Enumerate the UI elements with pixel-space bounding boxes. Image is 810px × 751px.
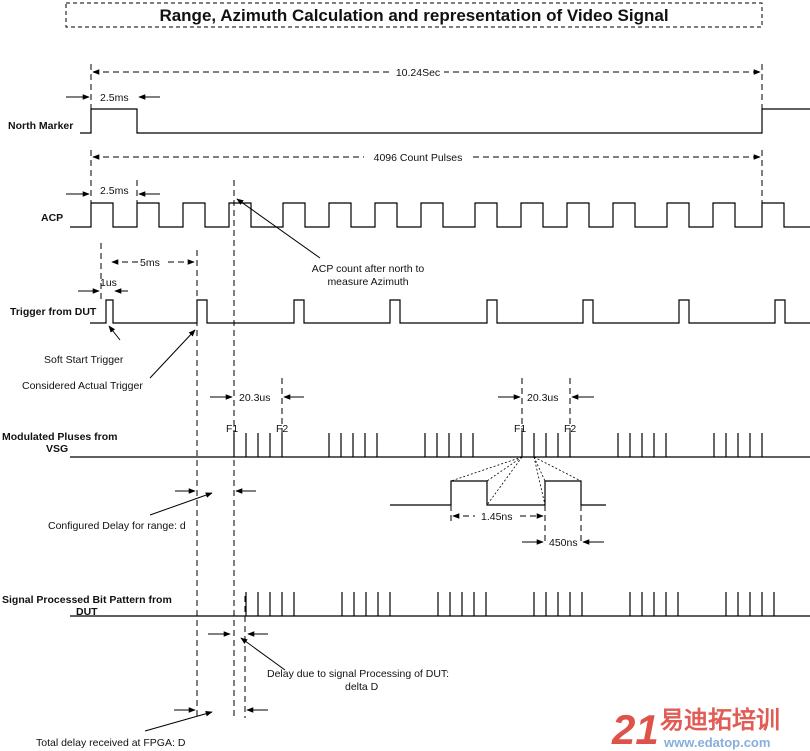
bit-group [533,592,583,616]
diagram-title: Range, Azimuth Calculation and represent… [159,6,668,25]
title-box [65,2,763,28]
count-pulses-label: 4096 Count Pulses [374,152,463,164]
acp-count-note-line1: ACP count after north to [312,263,425,275]
f2-marker-a: F2 [276,423,288,435]
acp-width-label: 2.5ms [100,185,129,197]
configured-delay-note: Configured Delay for range: d [48,520,186,532]
modulated-label-line1: Modulated Pluses from [2,431,118,443]
pulse-group [328,433,378,457]
pulse-spacing-label: 1.45ns [481,511,513,523]
north-marker-label: North Marker [8,120,73,132]
bit-group [725,592,775,616]
acp-label: ACP [41,212,63,224]
total-delay-note: Total delay received at FPGA: D [36,737,186,749]
bit-group [341,592,391,616]
trigger-width-label: 1us [100,277,117,289]
pulse-group [424,433,474,457]
delta-note-line1: Delay due to signal Processing of DUT: [267,668,449,680]
pulse-width-label: 450ns [549,537,578,549]
trigger-label: Trigger from DUT [10,306,97,318]
north-marker-waveform [80,108,810,134]
zoomed-pulse-waveform [390,480,606,506]
pulse-group [233,433,283,457]
modulated-label-line2: VSG [46,443,68,455]
watermark-text: 易迪拓培训 [660,706,780,734]
f2-marker-b: F2 [564,423,576,435]
nm-width-label: 2.5ms [100,92,129,104]
f1-marker-a: F1 [226,423,238,435]
pulse-group [521,433,571,457]
f1-marker-b: F1 [514,423,526,435]
watermark: 21 易迪拓培训 www.edatop.com [611,706,780,751]
soft-start-note: Soft Start Trigger [44,354,124,366]
processed-label-line2: DUT [76,606,98,618]
window2-label: 20.3us [527,392,559,404]
watermark-number: 21 [611,706,659,751]
trigger-waveform [90,299,810,324]
window1-label: 20.3us [239,392,271,404]
zoom-lines [450,456,582,506]
bit-group [245,592,295,616]
trigger-period-label: 5ms [140,257,160,269]
bit-group [629,592,679,616]
acp-count-note-line2: measure Azimuth [327,276,408,288]
pulse-group [617,433,667,457]
acp-waveform [70,202,810,228]
bit-group [437,592,487,616]
pulse-group [713,433,763,457]
watermark-url: www.edatop.com [663,735,770,750]
period-label: 10.24Sec [396,67,440,79]
actual-trigger-note: Considered Actual Trigger [22,380,143,392]
processed-label-line1: Signal Processed Bit Pattern from [2,594,172,606]
delta-note-line2: delta D [345,681,379,693]
